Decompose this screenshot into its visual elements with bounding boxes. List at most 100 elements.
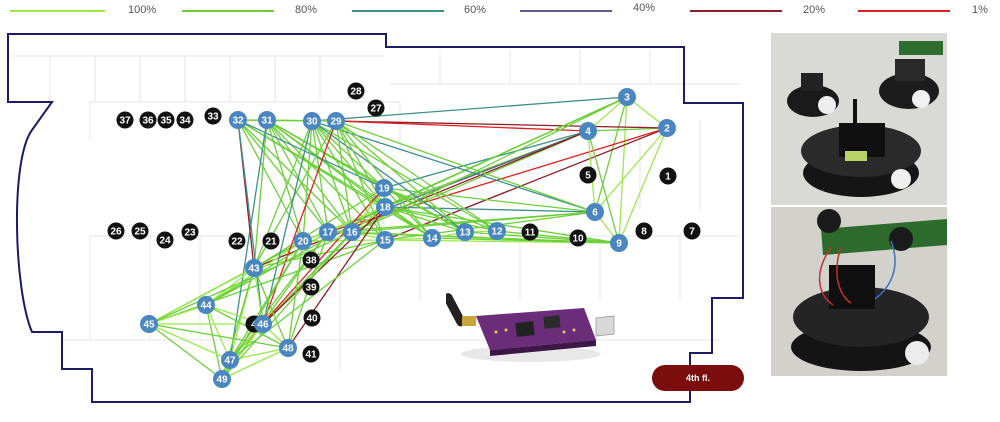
node-marker bbox=[116, 111, 134, 129]
node-15: 15 bbox=[376, 231, 394, 249]
link-18-30 bbox=[311, 120, 386, 208]
link-49-16 bbox=[221, 231, 353, 380]
legend-swatch bbox=[352, 10, 444, 12]
link-19-30 bbox=[311, 120, 385, 189]
node-36: 36 bbox=[139, 111, 157, 129]
node-47: 47 bbox=[221, 351, 239, 369]
legend-swatch bbox=[182, 10, 274, 12]
node-14: 14 bbox=[423, 229, 441, 247]
node-18: 18 bbox=[376, 198, 394, 216]
node-marker bbox=[229, 111, 247, 129]
link-45-49 bbox=[148, 323, 223, 380]
sensor-nodes: 1234567891011121314151617181920212223242… bbox=[107, 82, 701, 388]
node-marker bbox=[204, 107, 222, 125]
node-25: 25 bbox=[131, 222, 149, 240]
link-45-48 bbox=[148, 323, 289, 349]
link-15-45 bbox=[148, 239, 386, 325]
node-label: 44 bbox=[200, 301, 212, 312]
link-44-49 bbox=[205, 304, 223, 380]
usb-radio-dongle-image bbox=[443, 288, 616, 368]
node-6: 6 bbox=[586, 203, 604, 221]
link-18-46 bbox=[262, 206, 386, 325]
node-marker bbox=[579, 122, 597, 140]
link-18-20 bbox=[302, 206, 386, 242]
link-12-30 bbox=[311, 120, 498, 232]
node-3: 3 bbox=[618, 88, 636, 106]
link-14-19 bbox=[383, 187, 433, 239]
node-label: 14 bbox=[426, 234, 438, 245]
legend-label: 60% bbox=[464, 4, 487, 16]
node-33: 33 bbox=[204, 107, 222, 125]
link-48-20 bbox=[287, 240, 304, 349]
link-3-6 bbox=[594, 96, 628, 213]
link-2-9 bbox=[618, 127, 668, 244]
node-label: 49 bbox=[216, 375, 228, 386]
node-marker bbox=[262, 232, 280, 250]
node-marker bbox=[107, 222, 125, 240]
floor-plan: 1234567891011121314151617181920212223242… bbox=[7, 33, 744, 403]
node-marker bbox=[423, 229, 441, 247]
node-45: 45 bbox=[140, 315, 158, 333]
node-label: 30 bbox=[306, 117, 318, 128]
link-18-44 bbox=[205, 206, 386, 306]
node-label: 23 bbox=[184, 228, 196, 239]
node-37: 37 bbox=[116, 111, 134, 129]
legend-swatch bbox=[520, 10, 612, 12]
node-marker bbox=[221, 351, 239, 369]
node-label: 7 bbox=[689, 227, 695, 238]
node-label: 19 bbox=[378, 184, 390, 195]
node-9: 9 bbox=[610, 234, 628, 252]
node-24: 24 bbox=[156, 231, 174, 249]
node-marker bbox=[254, 315, 272, 333]
legend-item-20: 20% bbox=[690, 2, 850, 22]
node-27: 27 bbox=[367, 99, 385, 117]
link-3-30 bbox=[311, 96, 628, 122]
node-marker bbox=[618, 88, 636, 106]
node-21: 21 bbox=[262, 232, 280, 250]
link-43-46 bbox=[253, 267, 264, 325]
node-label: 22 bbox=[231, 237, 243, 248]
node-label: 20 bbox=[297, 237, 309, 248]
node-label: 41 bbox=[305, 350, 317, 361]
node-label: 10 bbox=[572, 234, 584, 245]
link-20-31 bbox=[266, 119, 304, 242]
link-45-47 bbox=[148, 323, 231, 361]
legend-item-80: 80% bbox=[182, 2, 342, 22]
node-label: 26 bbox=[110, 227, 122, 238]
link-2-29 bbox=[335, 120, 668, 129]
link-4-29 bbox=[335, 120, 589, 132]
node-4: 4 bbox=[579, 122, 597, 140]
link-29-15 bbox=[335, 120, 386, 241]
node-marker bbox=[197, 296, 215, 314]
link-6-29 bbox=[335, 120, 596, 213]
link-16-32 bbox=[237, 119, 353, 233]
node-label: 36 bbox=[142, 116, 154, 127]
link-29-46 bbox=[262, 120, 337, 325]
floor-label: 4th fl. bbox=[686, 373, 710, 383]
link-14-18 bbox=[384, 206, 433, 239]
node-label: 18 bbox=[379, 203, 391, 214]
node-16: 16 bbox=[343, 223, 361, 241]
node-marker bbox=[579, 166, 597, 184]
node-marker bbox=[181, 223, 199, 241]
node-48: 48 bbox=[279, 339, 297, 357]
node-label: 4 bbox=[585, 127, 591, 138]
link-13-18 bbox=[384, 206, 466, 233]
node-marker bbox=[456, 223, 474, 241]
link-44-45 bbox=[148, 304, 207, 325]
node-1: 1 bbox=[659, 167, 677, 185]
node-19: 19 bbox=[375, 179, 393, 197]
node-marker bbox=[258, 111, 276, 129]
robots-photo-top bbox=[771, 33, 947, 205]
link-16-31 bbox=[266, 119, 353, 233]
link-17-30 bbox=[311, 120, 329, 233]
node-marker bbox=[279, 339, 297, 357]
link-46-49 bbox=[221, 323, 264, 380]
link-19-31 bbox=[266, 119, 385, 189]
node-39: 39 bbox=[302, 278, 320, 296]
link-31-43 bbox=[253, 119, 268, 269]
link-16-30 bbox=[311, 120, 353, 233]
link-29-16 bbox=[335, 120, 353, 233]
node-marker bbox=[683, 222, 701, 240]
node-10: 10 bbox=[569, 229, 587, 247]
